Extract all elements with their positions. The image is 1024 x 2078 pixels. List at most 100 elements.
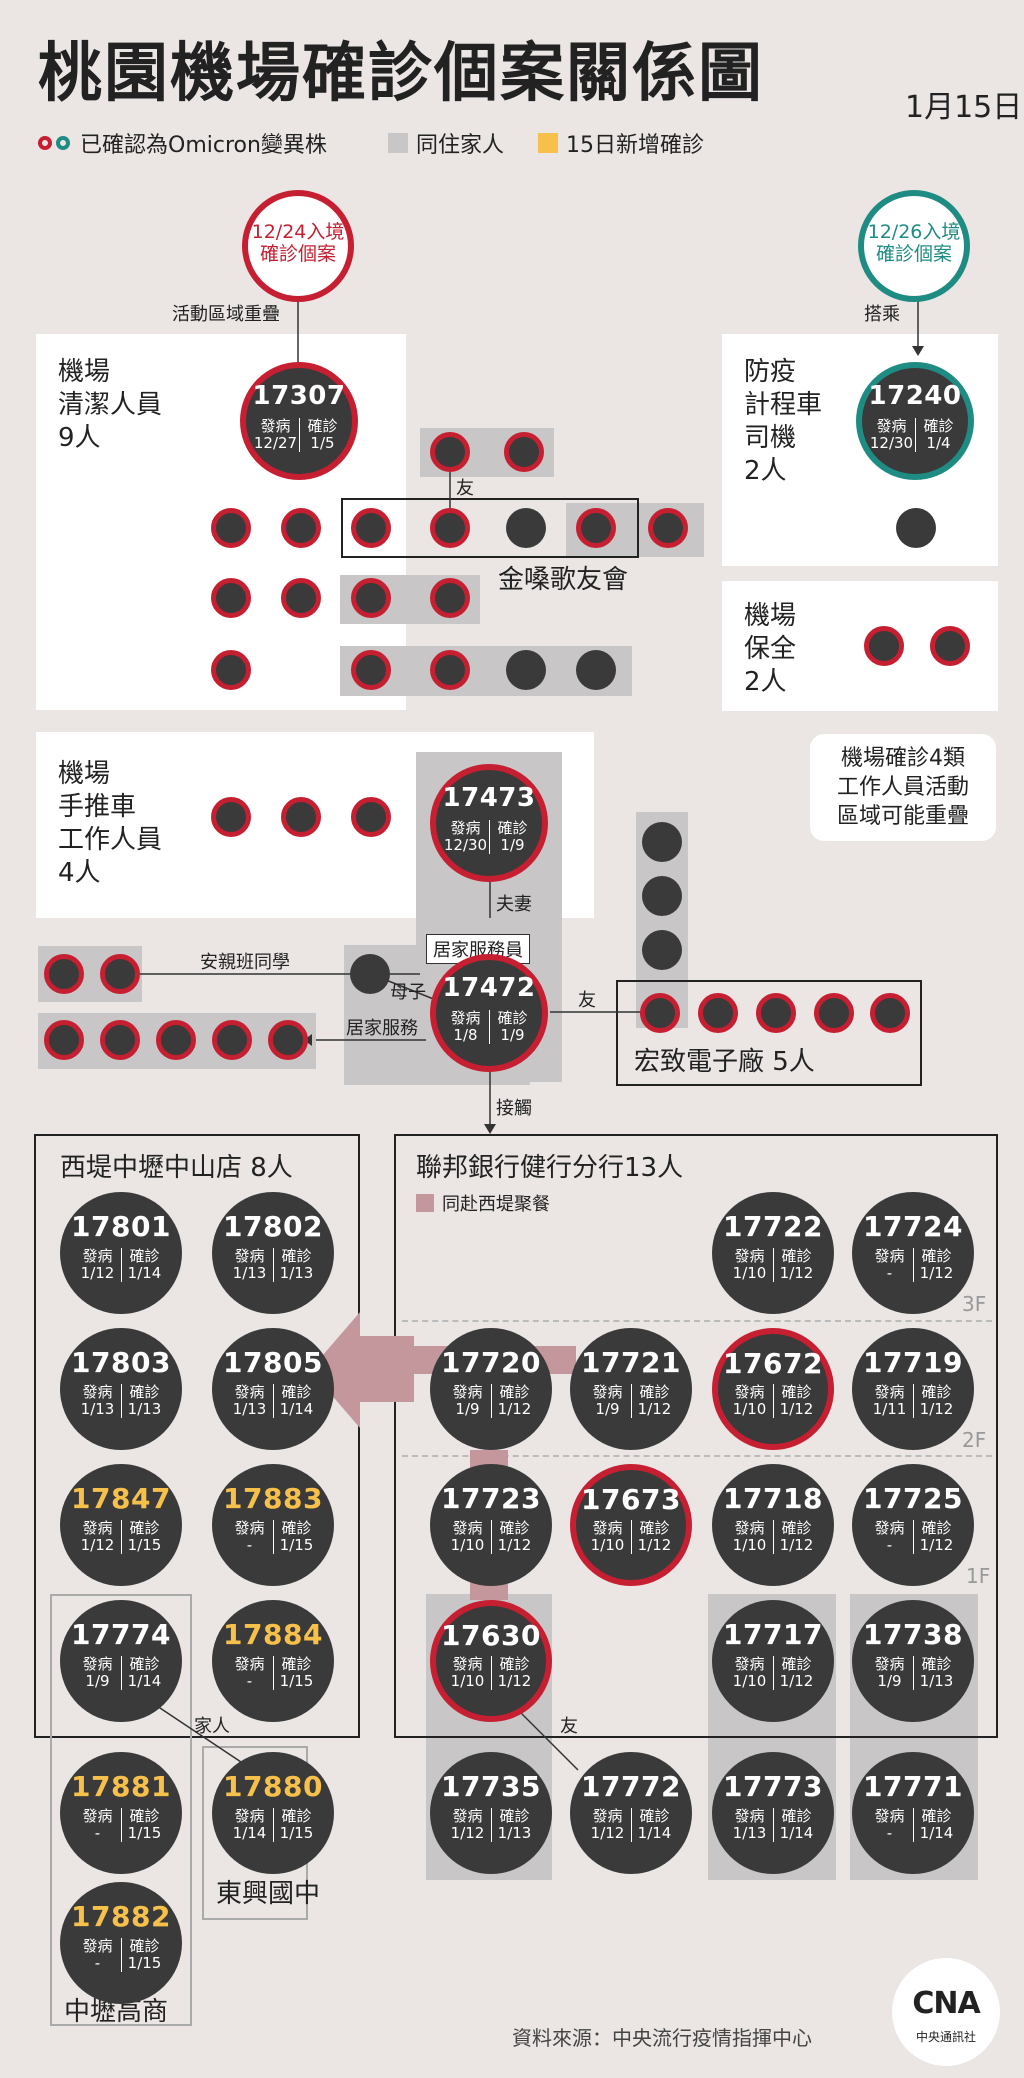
confirm-label: 確診 [497, 819, 528, 837]
case-id: 17672 [723, 1347, 823, 1380]
confirm-date: 1/12 [497, 1400, 532, 1418]
onset-label: 發病 [234, 1519, 265, 1537]
confirm-label: 確診 [129, 1807, 160, 1825]
case-id: 17881 [71, 1770, 171, 1803]
onset-date: 1/12 [80, 1536, 115, 1554]
onset-label: 發病 [734, 1655, 765, 1673]
onset-label: 發病 [874, 1655, 905, 1673]
confirm-label: 確診 [921, 1655, 952, 1673]
case-dot [100, 1020, 140, 1060]
bank-legend: 同赴西堤聚餐 [416, 1190, 550, 1216]
relation-mother-son: 母子 [390, 982, 426, 1003]
confirm-date: 1/12 [919, 1536, 954, 1554]
onset-label: 發病 [452, 1383, 483, 1401]
floor-divider [402, 1455, 992, 1457]
onset-label: 發病 [452, 1519, 483, 1537]
bank-legend-label: 同赴西堤聚餐 [442, 1194, 550, 1215]
confirm-label: 確診 [781, 1383, 812, 1401]
case-id: 17723 [441, 1482, 541, 1515]
source-credit: 資料來源：中央流行疫情指揮中心 [512, 2026, 812, 2050]
onset-label: 發病 [592, 1519, 623, 1537]
case-id: 17472 [442, 973, 536, 1003]
case-dot [212, 1020, 252, 1060]
confirm-date: 1/14 [919, 1824, 954, 1842]
case-dot [351, 650, 391, 690]
onset-label: 發病 [734, 1247, 765, 1265]
case-id: 17738 [863, 1618, 963, 1651]
confirm-label: 確診 [921, 1807, 952, 1825]
case-dot [156, 1020, 196, 1060]
confirm-date: 1/9 [500, 1026, 525, 1044]
confirm-label: 確診 [129, 1655, 160, 1673]
relation-contact: 接觸 [496, 1098, 532, 1119]
choir-box [341, 498, 639, 558]
confirm-label: 確診 [921, 1383, 952, 1401]
case-id: 17717 [723, 1618, 823, 1651]
legend-omicron: 已確認為Omicron變異株 [38, 128, 327, 158]
case-dot [642, 876, 682, 916]
confirm-date: 1/5 [310, 434, 335, 452]
case-dot [281, 508, 321, 548]
onset-label: 發病 [592, 1383, 623, 1401]
onset-date: 1/12 [590, 1824, 625, 1842]
case-dot [211, 508, 251, 548]
case-dot [281, 578, 321, 618]
confirm-date: 1/13 [919, 1672, 954, 1690]
confirm-date: 1/14 [127, 1264, 162, 1282]
case-dot [896, 508, 936, 548]
confirm-date: 1/12 [637, 1400, 672, 1418]
case-dot [211, 797, 251, 837]
group-cleaning-label: 機場 清潔人員 9人 [58, 357, 163, 453]
confirm-date: 1/15 [279, 1824, 314, 1842]
relation-classmate: 安親班同學 [200, 952, 290, 973]
source-a-line2: 確診個案 [259, 243, 336, 265]
onset-date: 1/13 [732, 1824, 767, 1842]
onset-label: 發病 [452, 1807, 483, 1825]
confirm-label: 確診 [281, 1807, 312, 1825]
onset-label: 發病 [874, 1807, 905, 1825]
confirm-label: 確診 [639, 1519, 670, 1537]
case-id: 17883 [223, 1482, 323, 1515]
confirm-label: 確診 [129, 1247, 160, 1265]
case-id: 17630 [441, 1619, 541, 1652]
onset-date: 1/13 [232, 1400, 267, 1418]
case-id: 17473 [442, 783, 536, 813]
case-id: 17724 [863, 1210, 963, 1243]
confirm-label: 確診 [129, 1519, 160, 1537]
relation-friend: 友 [578, 990, 596, 1011]
case-dot [44, 1020, 84, 1060]
onset-date: 1/12 [450, 1824, 485, 1842]
onset-date: 1/13 [80, 1400, 115, 1418]
floor-3f: 3F [962, 1292, 987, 1316]
onset-label: 發病 [452, 1655, 483, 1673]
confirm-label: 確診 [281, 1655, 312, 1673]
confirm-date: 1/12 [779, 1264, 814, 1282]
onset-date: 12/30 [443, 836, 488, 854]
case-dot [100, 954, 140, 994]
onset-date: - [94, 1954, 101, 1972]
confirm-date: 1/4 [926, 434, 951, 452]
onset-label: 發病 [82, 1937, 113, 1955]
case-id: 17722 [723, 1210, 823, 1243]
onset-label: 發病 [82, 1247, 113, 1265]
onset-date: 1/9 [877, 1672, 902, 1690]
legend-household-label: 同住家人 [416, 133, 505, 158]
confirm-label: 確診 [281, 1247, 312, 1265]
group-xiti-label: 西堤中壢中山店 8人 [60, 1153, 293, 1183]
case-id: 17240 [868, 381, 962, 411]
confirm-label: 確診 [781, 1247, 812, 1265]
confirm-date: 1/13 [497, 1824, 532, 1842]
hongzhi-box [616, 980, 922, 1086]
group-cart-label: 機場 手推車 工作人員 4人 [58, 759, 163, 888]
case-dot [642, 930, 682, 970]
